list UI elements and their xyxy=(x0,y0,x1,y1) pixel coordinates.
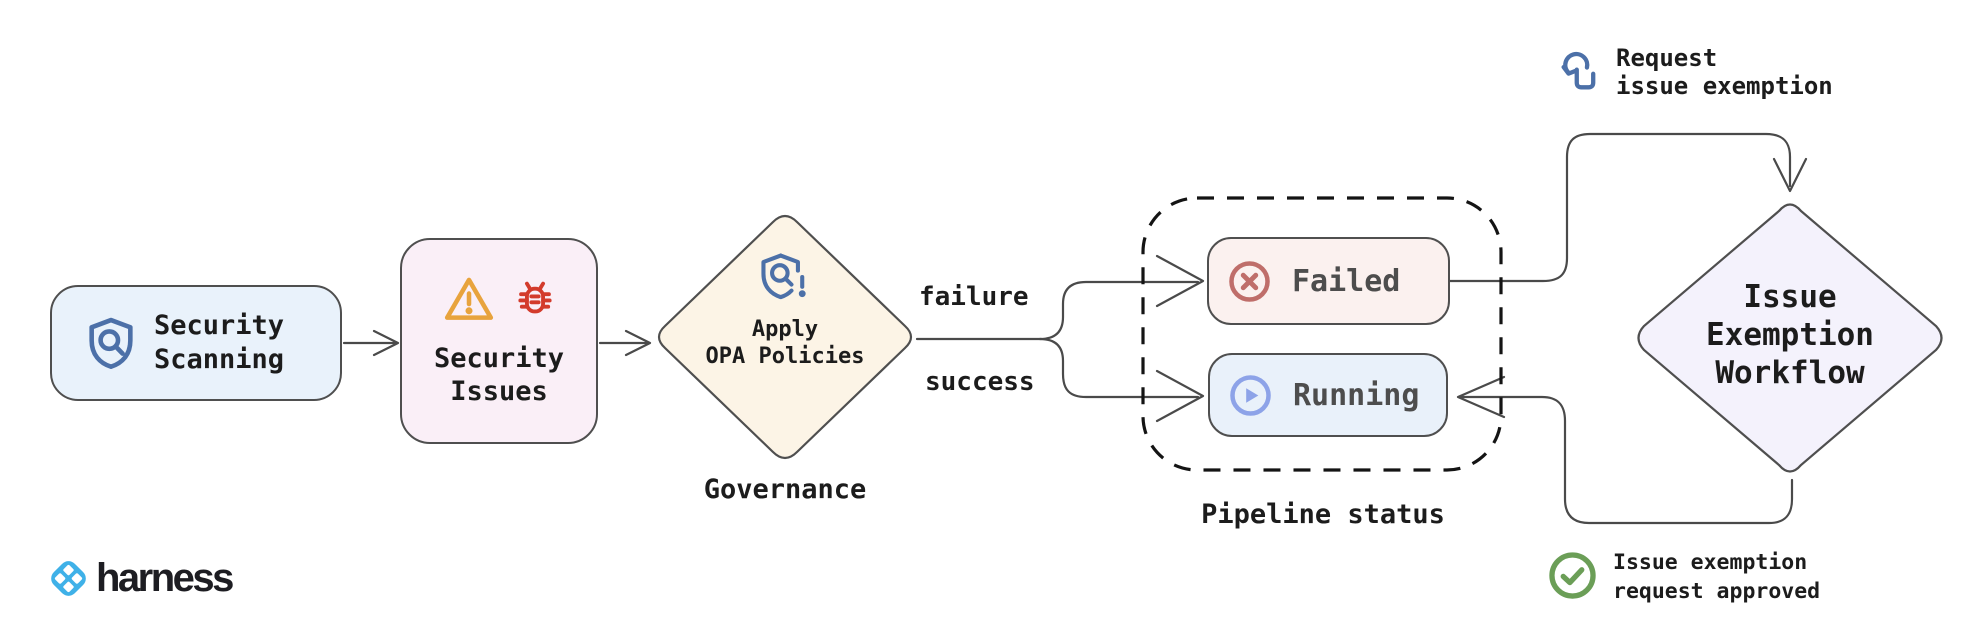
edge-success-branch xyxy=(1038,337,1205,423)
governance-caption: Governance xyxy=(703,474,867,505)
label-line: Issues xyxy=(450,376,548,407)
pipeline-status-caption: Pipeline status xyxy=(1201,499,1445,530)
bug-icon xyxy=(518,281,552,314)
harness-logo: harness xyxy=(45,553,234,603)
node-apply-opa-content: Apply OPA Policies xyxy=(665,246,905,428)
circle-play-icon xyxy=(1230,374,1271,416)
label-line: Issue xyxy=(1743,279,1837,315)
warning-triangle-icon xyxy=(444,277,494,320)
label-line: Request xyxy=(1616,44,1718,72)
pipeline-status-container xyxy=(1141,196,1503,472)
circle-check-icon xyxy=(1546,549,1599,606)
approved-text: Issue exemption request approved xyxy=(1613,548,1820,606)
label-line: Apply xyxy=(751,317,819,342)
approved-annotation: Issue exemption request approved xyxy=(1546,548,1820,606)
running-label: Running xyxy=(1293,377,1420,413)
edge-scanning-to-issues xyxy=(342,329,400,357)
edge-failed-to-workflow xyxy=(1448,132,1808,283)
request-exemption-text: Request issue exemption xyxy=(1616,44,1833,100)
security-issues-icons xyxy=(441,274,557,324)
security-issues-label: Security Issues xyxy=(434,342,564,408)
node-security-issues: Security Issues xyxy=(400,238,598,444)
edge-issues-to-opa xyxy=(598,329,652,357)
node-issue-exemption-workflow-diamond xyxy=(1637,203,1943,473)
label-line: request approved xyxy=(1613,579,1821,604)
node-running-status: Running xyxy=(1208,353,1448,437)
circle-x-icon xyxy=(1229,260,1270,302)
label-line: Issue exemption xyxy=(1613,550,1808,575)
shield-search-icon xyxy=(89,317,133,369)
tap-gesture-icon xyxy=(1556,49,1603,101)
label-line: OPA Policies xyxy=(705,344,865,369)
request-exemption-annotation: Request issue exemption xyxy=(1556,40,1833,101)
harness-logo-text: harness xyxy=(96,555,234,600)
security-scanning-label: Security Scanning xyxy=(154,309,284,377)
label-line: Security xyxy=(154,310,285,341)
label-line: Scanning xyxy=(154,344,285,375)
success-edge-label: success xyxy=(925,367,1035,397)
label-line: issue exemption xyxy=(1616,72,1833,100)
node-issue-exemption-workflow-content: Issue Exemption Workflow xyxy=(1668,278,1912,392)
label-line: Workflow xyxy=(1715,355,1865,391)
node-failed-status: Failed xyxy=(1207,237,1450,325)
label-line: Security xyxy=(433,343,565,374)
node-apply-opa-diamond xyxy=(657,214,913,460)
failed-label: Failed xyxy=(1292,263,1401,299)
edge-workflow-to-running xyxy=(1456,375,1794,525)
failure-edge-label: failure xyxy=(919,282,1029,312)
node-security-scanning: Security Scanning xyxy=(50,285,342,401)
edge-failure-branch xyxy=(1038,254,1205,341)
label-line: Exemption xyxy=(1706,317,1874,353)
harness-logo-icon xyxy=(51,560,86,596)
shield-alert-icon xyxy=(761,253,806,300)
apply-opa-label: Apply OPA Policies xyxy=(706,316,865,370)
